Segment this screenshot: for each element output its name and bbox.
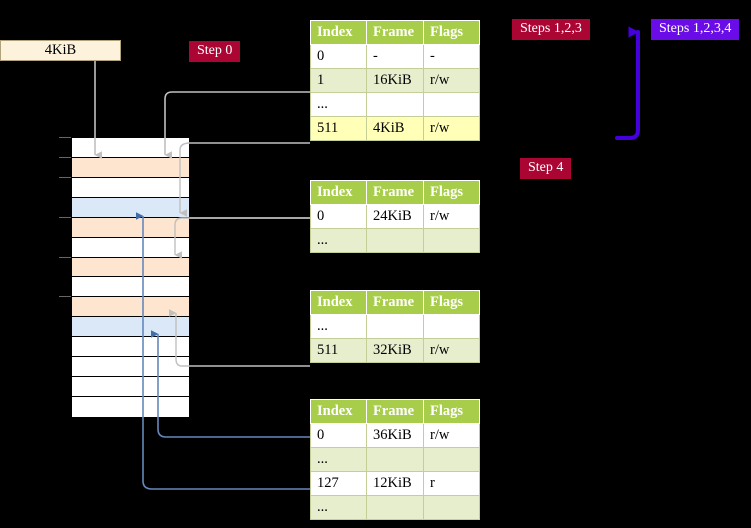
table-row: ... xyxy=(310,92,480,117)
cell-index: ... xyxy=(310,92,367,117)
cell-index: ... xyxy=(310,228,367,253)
column-header-flags: Flags xyxy=(423,20,480,45)
cell-index: 511 xyxy=(310,116,367,141)
column-header-frame: Frame xyxy=(366,399,424,424)
badge-steps-1-2-3-4: Steps 1,2,3,4 xyxy=(651,19,740,40)
cell-index: 511 xyxy=(310,338,367,363)
cell-frame: 12KiB xyxy=(366,471,424,496)
cell-frame: 36KiB xyxy=(366,423,424,448)
cell-flags: r/w xyxy=(423,204,480,229)
cell-index: 0 xyxy=(310,204,367,229)
cell-index: 1 xyxy=(310,68,367,93)
frame-tick-mark xyxy=(59,296,71,298)
frame-tick-mark xyxy=(59,137,71,138)
memory-frame xyxy=(72,257,189,278)
frame-tick-mark xyxy=(59,176,71,178)
cell-frame: 24KiB xyxy=(366,204,424,229)
arrow-violet-bracket xyxy=(615,26,640,140)
column-header-index: Index xyxy=(310,20,367,45)
arrow-l2-511-to-frame xyxy=(169,309,310,367)
cell-index: 0 xyxy=(310,423,367,448)
cell-flags: r xyxy=(423,471,480,496)
memory-frame xyxy=(72,217,189,238)
memory-frame xyxy=(72,337,189,358)
cell-frame xyxy=(366,92,424,117)
column-header-index: Index xyxy=(310,180,367,205)
frame-tick-mark xyxy=(59,256,71,258)
cell-index: ... xyxy=(310,314,367,339)
cell-flags xyxy=(423,228,480,253)
memory-frame xyxy=(72,317,189,338)
column-header-frame: Frame xyxy=(366,20,424,45)
cell-flags: r/w xyxy=(423,338,480,363)
cell-flags: r/w xyxy=(423,116,480,141)
badge-steps-1-2-3: Steps 1,2,3 xyxy=(512,19,590,40)
cell-flags xyxy=(423,314,480,339)
cell-frame: 16KiB xyxy=(366,68,424,93)
memory-frame xyxy=(72,397,189,417)
cell-flags: r/w xyxy=(423,68,480,93)
badge-step-0: Step 0 xyxy=(189,41,241,62)
table-row: 0-- xyxy=(310,44,480,69)
column-header-frame: Frame xyxy=(366,180,424,205)
badge-step-4: Step 4 xyxy=(520,158,572,179)
column-header-flags: Flags xyxy=(423,180,480,205)
frame-tick-mark xyxy=(59,216,71,218)
cell-frame xyxy=(366,447,424,472)
arrow-l3-index0-to-frame xyxy=(174,217,310,259)
column-header-index: Index xyxy=(310,290,367,315)
memory-frame xyxy=(72,177,189,198)
cell-index: 127 xyxy=(310,471,367,496)
memory-frame xyxy=(72,377,189,398)
cell-index: ... xyxy=(310,495,367,520)
table-row: ... xyxy=(310,228,480,253)
memory-label-4kib: 4KiB xyxy=(0,40,121,61)
memory-frame xyxy=(72,237,189,258)
memory-frame xyxy=(72,297,189,318)
memory-frame xyxy=(72,197,189,218)
column-header-flags: Flags xyxy=(423,399,480,424)
physical-memory-column xyxy=(71,137,190,417)
cell-flags xyxy=(423,447,480,472)
cell-flags xyxy=(423,495,480,520)
cell-frame xyxy=(366,314,424,339)
frame-tick-mark xyxy=(59,156,71,158)
cell-flags xyxy=(423,92,480,117)
memory-frame xyxy=(72,138,189,158)
memory-frame xyxy=(72,157,189,178)
cell-flags: r/w xyxy=(423,423,480,448)
column-header-index: Index xyxy=(310,399,367,424)
column-header-frame: Frame xyxy=(366,290,424,315)
column-header-flags: Flags xyxy=(423,290,480,315)
cell-index: 0 xyxy=(310,44,367,69)
table-row: ... xyxy=(310,314,480,339)
memory-frame xyxy=(72,357,189,378)
cell-flags: - xyxy=(423,44,480,69)
cell-frame: 32KiB xyxy=(366,338,424,363)
cell-frame xyxy=(366,495,424,520)
memory-frame xyxy=(72,277,189,298)
cell-index: ... xyxy=(310,447,367,472)
cell-frame xyxy=(366,228,424,253)
table-row: ... xyxy=(310,495,480,520)
table-row: ... xyxy=(310,447,480,472)
cell-frame: - xyxy=(366,44,424,69)
cell-frame: 4KiB xyxy=(366,116,424,141)
